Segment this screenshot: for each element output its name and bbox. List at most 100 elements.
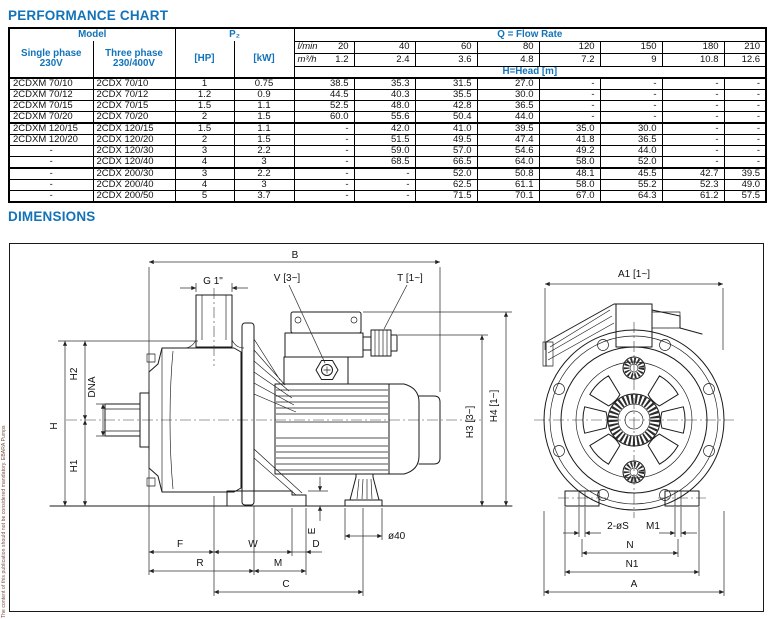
head-value: - [723, 99, 767, 112]
hp-value: 2 [174, 110, 235, 124]
lmin-value-5: 150 [599, 40, 663, 54]
head-value: 47.4 [476, 133, 540, 146]
dimensions-title: DIMENSIONS [8, 209, 96, 224]
head-value: - [599, 99, 663, 112]
head-value: - [538, 99, 601, 112]
dim-H1: H1 [69, 459, 80, 472]
head-value: 35.5 [414, 88, 478, 101]
head-value: 41.8 [538, 133, 601, 146]
single-phase-model: 2CDXM 70/12 [8, 88, 94, 101]
dim-T: T [1~] [397, 273, 423, 284]
dim-H: H [49, 422, 60, 429]
kw-value: 3.7 [233, 189, 295, 203]
single-phase-line2: 230V [39, 58, 63, 69]
flow-m3h-cell-0: m³/h 1.2 [293, 52, 355, 67]
motor-bracket [241, 322, 303, 506]
kw-value: 0.9 [233, 88, 295, 101]
head-value: 60.0 [293, 110, 355, 124]
head-value: - [599, 76, 663, 90]
vent-plug [283, 356, 349, 385]
head-value: 55.6 [353, 110, 416, 124]
hp-value: 2 [174, 133, 235, 146]
three-phase-model: 2CDX 120/40 [92, 155, 176, 169]
discharge-port [183, 288, 245, 366]
single-phase-model: - [8, 144, 94, 157]
hp-value: 4 [174, 178, 235, 191]
side-view-dimensions: B G 1" V [3~] T [1~] H H2 H1 DNA E ø40 [49, 250, 512, 596]
head-value: 58.0 [538, 155, 601, 169]
terminal-box [284, 311, 364, 358]
front-view-dimensions: A1 [1~] 2-øS M1 N N1 A [543, 269, 725, 596]
head-value: 42.7 [661, 166, 725, 180]
kw-value: 2.2 [233, 166, 295, 180]
head-value: 44.5 [293, 88, 355, 101]
kw-value: 1.5 [233, 110, 295, 124]
head-value: 44.0 [599, 144, 663, 157]
lmin-value-1: 40 [353, 40, 416, 54]
m3h-value-5: 9 [599, 52, 663, 67]
hp-value: 3 [174, 166, 235, 180]
m3h-label: m³/h [297, 53, 317, 65]
dim-G1: G 1" [203, 276, 223, 287]
head-value: 71.5 [414, 189, 478, 203]
head-value: 68.5 [353, 155, 416, 169]
dim-R: R [196, 558, 203, 569]
lmin-value-4: 120 [538, 40, 601, 54]
kw-header: [kW] [233, 41, 295, 79]
three-phase-model: 2CDX 70/15 [92, 99, 176, 112]
kw-value: 3 [233, 178, 295, 191]
head-value: - [293, 189, 355, 203]
hp-header: [HP] [174, 41, 235, 79]
head-value: 27.0 [476, 76, 540, 90]
hp-value: 3 [174, 144, 235, 157]
three-phase-line1: Three phase [105, 47, 163, 59]
single-phase-model: 2CDXM 70/15 [8, 99, 94, 112]
head-value: 42.8 [414, 99, 478, 112]
head-value: 48.1 [538, 166, 601, 180]
m3h-value-2: 3.6 [414, 52, 478, 67]
three-phase-model: 2CDX 70/20 [92, 110, 176, 124]
head-value: 31.5 [414, 76, 478, 90]
head-value: - [661, 110, 725, 124]
head-value: 52.0 [414, 166, 478, 180]
dim-H4: H4 [1~] [489, 390, 500, 423]
head-value: - [661, 88, 725, 101]
head-value: - [293, 121, 355, 135]
head-value: 67.0 [538, 189, 601, 203]
head-value: 59.0 [353, 144, 416, 157]
lmin-value-2: 60 [414, 40, 478, 54]
hp-value: 1.5 [174, 99, 235, 112]
head-value: - [661, 99, 725, 112]
lmin-value-7: 210 [723, 40, 767, 54]
dim-H3: H3 [3~] [465, 406, 476, 439]
head-value: - [723, 110, 767, 124]
head-value: 52.3 [661, 178, 725, 191]
head-value: 61.2 [661, 189, 725, 203]
head-value: 35.0 [538, 121, 601, 135]
lmin-value-6: 180 [661, 40, 725, 54]
head-value: 38.5 [293, 76, 355, 90]
head-value: 61.1 [476, 178, 540, 191]
head-header: H=Head [m] [293, 65, 767, 79]
hp-value: 4 [174, 155, 235, 169]
flow-rate-header: Q = Flow Rate [293, 27, 767, 42]
dim-W: W [248, 539, 258, 550]
head-value: - [538, 76, 601, 90]
kw-value: 0.75 [233, 76, 295, 90]
dim-d40: ø40 [388, 531, 406, 542]
three-phase-model: 2CDX 200/50 [92, 189, 176, 203]
head-value: 40.3 [353, 88, 416, 101]
single-phase-model: - [8, 178, 94, 191]
dim-A: A [631, 579, 638, 590]
head-value: 35.3 [353, 76, 416, 90]
head-value: 70.1 [476, 189, 540, 203]
head-value: - [661, 121, 725, 135]
